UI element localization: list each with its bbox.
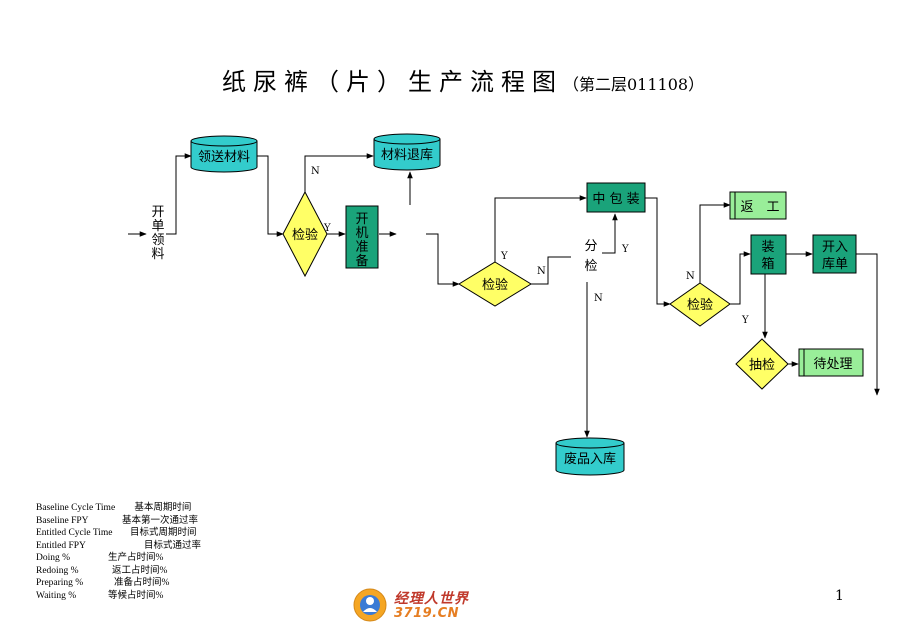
legend-row: Doing % 生产占时间% [36,552,201,565]
start-node: 开 单 领 料 [151,205,164,262]
title-sub: （第二层011108） [563,75,705,94]
edge-label-y2: Y [500,251,508,262]
start-char-1: 开 [151,205,164,220]
edge-labels: N Y Y N Y N N Y [311,166,749,326]
inspect-1-node: 检验 [282,190,328,278]
legend-en: Doing % [36,553,71,563]
middle-pack-label: 中 包 装 [592,192,639,207]
edge-label-n2: N [537,266,546,277]
legend-cn: 目标式通过率 [144,540,202,551]
scrap-storage-node: 废品入库 [555,437,625,476]
legend-row: Waiting % 等候占时间% [36,590,201,603]
rework-node: 返 工 [729,191,787,220]
edge-inspect2-pack [494,195,587,262]
inspect-2-node: 检验 [458,261,532,307]
legend-row: Entitled Cycle Time 目标式周期时间 [36,527,201,540]
start-char-4: 料 [151,247,164,262]
legend-row: Preparing % 准备占时间% [36,577,201,590]
sort-node: 分 检 [584,239,597,274]
middle-pack-node: 中 包 装 [586,182,646,213]
edge-label-n1: N [311,166,320,177]
edge-inspect2-sort [531,256,571,285]
boxing-node: 装 箱 [750,234,787,275]
start-char-3: 领 [151,233,164,248]
scrap-storage-label: 废品入库 [564,451,616,467]
inspect-3-label: 检验 [687,297,713,313]
site-logo: 经理人世界 3719.CN [350,586,480,626]
receive-material-label: 领送材料 [198,150,250,165]
edge-label-y4: Y [741,315,749,326]
legend-en: Preparing % [36,578,84,588]
edge-inspect1-return [304,153,374,195]
legend-cn: 返工占时间% [112,565,168,576]
edge-start-receive [166,153,192,235]
legend-en: Baseline FPY [36,515,89,526]
page-number: 1 [835,588,844,604]
legend-row: Baseline FPY 基本第一次通过率 [36,515,201,528]
boxing-char-2: 箱 [761,256,774,272]
metrics-legend: Baseline Cycle Time 基本周期时间 Baseline FPY 基… [36,502,201,602]
pending-node: 待处理 [798,348,864,377]
edge-label-n3: N [594,293,603,304]
legend-en: Baseline Cycle Time [36,503,116,513]
sort-char-1: 分 [584,239,597,254]
legend-cn: 基本第一次通过率 [122,515,199,526]
legend-cn: 生产占时间% [108,553,164,563]
start-char-2: 单 [151,219,164,234]
boxing-char-1: 装 [761,240,774,255]
legend-en: Redoing % [36,565,79,576]
return-material-label: 材料退库 [381,147,433,163]
return-material-node: 材料退库 [373,133,441,171]
legend-row: Baseline Cycle Time 基本周期时间 [36,502,201,515]
machine-prep-char-4: 备 [355,253,368,269]
machine-prep-char-2: 机 [355,226,368,241]
logo-emblem-icon [353,588,387,622]
pending-label: 待处理 [813,357,852,372]
legend-en: Waiting % [36,590,77,601]
legend-row: Redoing % 返工占时间% [36,565,201,578]
connectors [128,153,880,438]
legend-en: Entitled FPY [36,540,86,551]
machine-prep-node: 开 机 准 备 [345,205,379,269]
warehouse-form-node: 开入 库单 [812,234,857,274]
title-main: 纸尿裤（片）生产流程图 [222,68,563,96]
edge-sort-pack [602,213,618,254]
inspect-1-label: 检验 [292,227,318,243]
machine-prep-char-1: 开 [355,212,368,227]
machine-prep-char-3: 准 [355,240,368,255]
receive-material-node: 领送材料 [190,135,258,173]
spot-check-node: 抽检 [735,338,789,390]
logo-text-domain: 3719.CN [394,606,460,621]
warehouse-form-line-1: 开入 [822,240,848,255]
edge-label-y1: Y [323,223,331,234]
page-title: 纸尿裤（片）生产流程图（第二层011108） [222,62,704,97]
legend-cn: 准备占时间% [114,578,170,588]
legend-row: Entitled FPY 目标式通过率 [36,540,201,553]
edge-to-inspect2 [426,233,460,287]
spot-check-label: 抽检 [749,358,775,373]
edge-inspect3-boxing [730,251,751,305]
edge-label-y3: Y [621,244,629,255]
edge-warehouse-out [856,253,880,396]
sort-char-2: 检 [584,259,597,274]
edge-label-n4: N [686,271,695,282]
warehouse-form-line-2: 库单 [822,256,848,272]
legend-cn: 基本周期时间 [134,503,192,513]
inspect-2-label: 检验 [482,277,508,293]
edge-receive-inspect1 [256,155,284,237]
edge-inspect3-rework [699,202,731,283]
legend-en: Entitled Cycle Time [36,528,113,538]
edge-pack-inspect3 [645,197,671,307]
rework-label: 返 工 [740,200,779,215]
logo-text-cn: 经理人世界 [394,591,469,607]
inspect-3-node: 检验 [669,282,731,327]
legend-cn: 目标式周期时间 [130,528,197,538]
legend-cn: 等候占时间% [108,590,164,601]
